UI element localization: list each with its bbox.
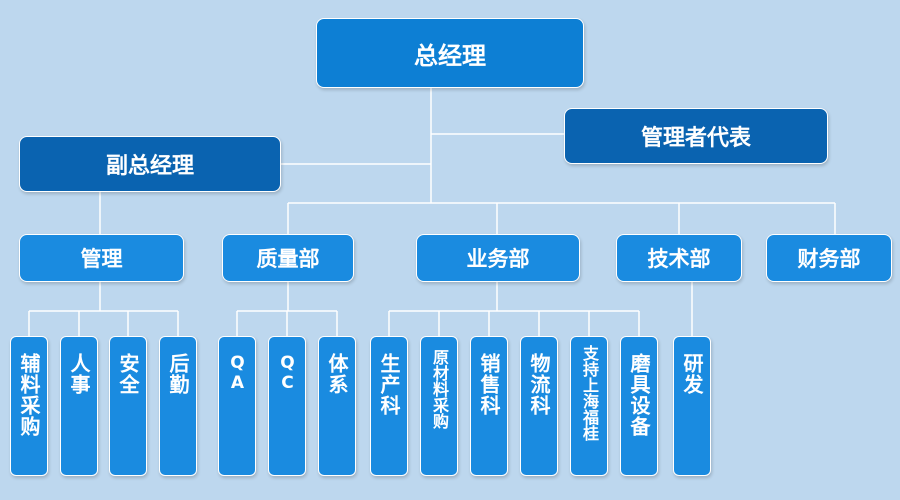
management-representative-label: 管理者代表 — [640, 126, 751, 151]
unit-production: 生产科 — [370, 336, 408, 476]
unit-hr: 人事 — [60, 336, 98, 476]
dept-management-label: 管理 — [80, 247, 123, 271]
unit-label: QC — [277, 353, 298, 393]
unit-sales: 销售科 — [470, 336, 508, 476]
dept-quality-label: 质量部 — [256, 247, 320, 271]
unit-label: QA — [227, 353, 248, 393]
deputy-general-manager-label: 副总经理 — [105, 154, 194, 179]
unit-label: 原材料采购 — [430, 349, 449, 429]
unit-shanghai-support: 支持上海福桂 — [570, 336, 608, 476]
unit-label: 安全 — [116, 353, 140, 395]
unit-label: 支持上海福桂 — [580, 345, 599, 441]
unit-label: 销售科 — [477, 353, 501, 416]
unit-logistics: 物流科 — [520, 336, 558, 476]
unit-label: 后勤 — [166, 353, 190, 395]
dept-management-box: 管理 — [19, 234, 184, 282]
unit-qa: QA — [218, 336, 256, 476]
unit-logistics-support: 后勤 — [159, 336, 197, 476]
dept-business-label: 业务部 — [466, 247, 530, 271]
general-manager-box: 总经理 — [316, 18, 584, 88]
dept-finance-box: 财务部 — [766, 234, 892, 282]
dept-technical-box: 技术部 — [616, 234, 742, 282]
dept-quality-box: 质量部 — [222, 234, 354, 282]
unit-label: 研发 — [680, 353, 704, 395]
unit-label: 人事 — [67, 353, 91, 395]
unit-auxiliary-purchasing: 辅料采购 — [10, 336, 48, 476]
management-representative-box: 管理者代表 — [564, 108, 828, 164]
unit-label: 辅料采购 — [17, 353, 41, 437]
unit-system: 体系 — [318, 336, 356, 476]
unit-label: 生产科 — [377, 353, 401, 416]
general-manager-label: 总经理 — [414, 41, 486, 70]
unit-rnd: 研发 — [673, 336, 711, 476]
unit-label: 物流科 — [527, 353, 551, 416]
unit-mold-equipment: 磨具设备 — [620, 336, 658, 476]
unit-label: 体系 — [325, 353, 349, 395]
unit-safety: 安全 — [109, 336, 147, 476]
unit-raw-material-purchasing: 原材料采购 — [420, 336, 458, 476]
dept-finance-label: 财务部 — [797, 247, 861, 271]
deputy-general-manager-box: 副总经理 — [19, 136, 281, 192]
dept-business-box: 业务部 — [416, 234, 580, 282]
dept-technical-label: 技术部 — [647, 247, 711, 271]
unit-qc: QC — [268, 336, 306, 476]
unit-label: 磨具设备 — [627, 353, 651, 437]
